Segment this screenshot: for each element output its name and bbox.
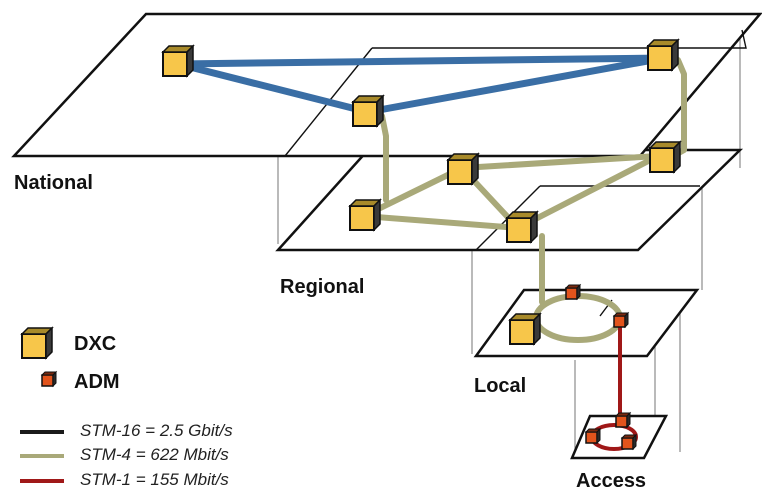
access-plane <box>570 414 669 460</box>
legend-dxc-icon <box>21 327 53 359</box>
dxc-node <box>447 153 479 185</box>
legend-stm1-label: STM-1 = 155 Mbit/s <box>80 470 229 489</box>
regional-layer-label: Regional <box>280 276 365 298</box>
legend-adm-label: ADM <box>74 371 120 393</box>
dxc-node <box>162 45 194 77</box>
dxc-node <box>649 141 681 173</box>
legend-stm4-label: STM-4 = 622 Mbit/s <box>80 445 229 464</box>
access-layer-label: Access <box>576 470 647 492</box>
dxc-node <box>352 95 384 127</box>
adm-node <box>615 412 631 428</box>
legend-adm-icon <box>41 371 57 387</box>
stm16-links <box>174 54 668 116</box>
adm-node <box>621 434 637 450</box>
dxc-node <box>349 199 381 231</box>
national-layer-label: National <box>14 172 93 194</box>
adm-node <box>613 312 629 328</box>
dxc-node <box>506 211 538 243</box>
adm-node <box>585 428 601 444</box>
legend-dxc-label: DXC <box>74 333 117 355</box>
legend-stm16-label: STM-16 = 2.5 Gbit/s <box>80 421 233 440</box>
dxc-node <box>647 39 679 71</box>
local-layer-label: Local <box>474 375 527 397</box>
adm-node <box>565 284 581 300</box>
dxc-node <box>509 313 541 345</box>
